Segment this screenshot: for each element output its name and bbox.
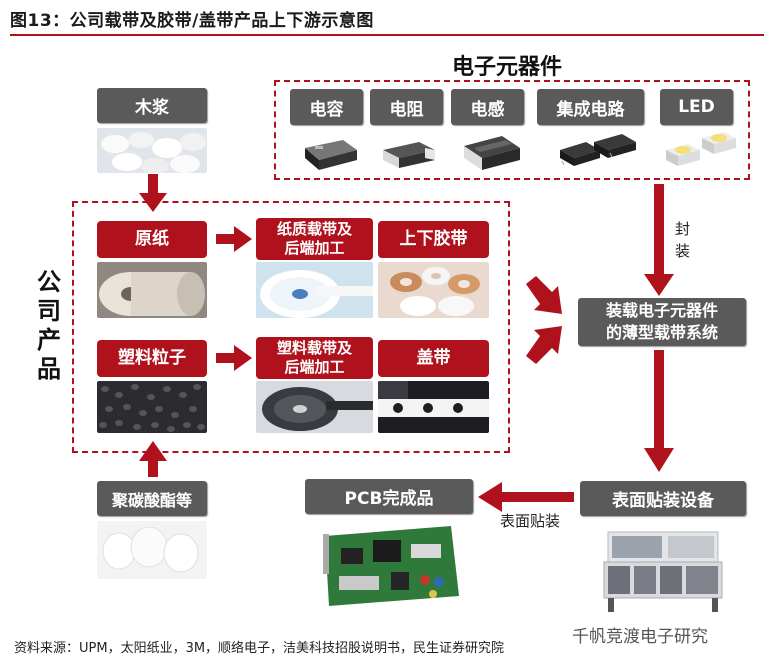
packaging-char: 封 [675,220,691,238]
inductor-image [464,136,520,170]
company-products-char: 产 [37,326,61,354]
plastic-tape-line: 后端加工 [284,358,345,376]
plastic-tape-line: 塑料载带及 [276,339,352,357]
component-capacitor: 电容 [290,89,363,125]
company-products-frame [72,201,510,453]
paper-tape-box: 纸质载带及 后端加工 [256,218,373,260]
component-ic: 集成电路 [537,89,644,125]
title-rule [10,34,764,36]
arrow-upper-to-system [526,276,562,314]
carrier-system-line: 装载电子元器件 [605,301,718,320]
packaging-char: 装 [675,242,691,260]
paper-tape-line: 纸质载带及 [276,220,352,238]
paper-tape-image [256,262,373,318]
polycarbonate-box: 聚碳酸酯等 [97,481,207,516]
company-products-label: 公 司 产 品 [34,268,64,384]
smt-equipment-box: 表面贴装设备 [580,481,746,516]
smt-process-label: 表面贴装 [500,512,561,530]
ic-image [560,134,636,166]
pulp-image [97,128,207,173]
arrow-pellets-to-tape [216,345,252,371]
arrow-paper-to-tape [216,226,252,252]
base-paper-box: 原纸 [97,221,207,258]
arrow-system-to-smt [644,350,674,472]
arrow-pc-to-pellets [139,441,167,477]
packaging-label: 封 装 [675,218,690,262]
base-paper-image [97,262,207,318]
smt-equipment-image [598,520,728,615]
top-bottom-tape-box: 上下胶带 [378,221,489,258]
component-resistor: 电阻 [370,89,443,125]
plastic-pellets-image [97,381,207,433]
polycarbonate-image [97,521,207,579]
component-inductor: 电感 [451,89,524,125]
arrow-components-to-system [644,184,674,296]
components-dashed-frame [274,80,750,180]
watermark: 千帆竞渡电子研究 [572,627,708,647]
plastic-pellets-box: 塑料粒子 [97,340,207,377]
plastic-tape-box: 塑料载带及 后端加工 [256,337,373,379]
top-bottom-tape-image [378,262,489,318]
carrier-system-box: 装载电子元器件 的薄型载带系统 [578,298,746,346]
figure-title: 图13：公司载带及胶带/盖带产品上下游示意图 [10,11,374,31]
pcb-box: PCB完成品 [305,479,473,514]
pcb-image [315,520,465,610]
led-image [666,132,736,166]
company-products-char: 品 [37,355,61,383]
carrier-system-line: 的薄型载带系统 [605,323,718,342]
arrow-smt-to-pcb [478,482,574,512]
capacitor-image [305,140,357,170]
cover-tape-box: 盖带 [378,340,489,377]
plastic-tape-image [256,381,373,433]
source-note: 资料来源：UPM，太阳纸业，3M，顺络电子，洁美科技招股说明书，民生证券研究院 [14,641,505,656]
component-led: LED [660,89,733,125]
pulp-box: 木浆 [97,88,207,123]
arrow-lower-to-system [526,326,562,364]
paper-tape-line: 后端加工 [284,239,345,257]
company-products-char: 司 [37,297,61,325]
cover-tape-image [378,381,489,433]
company-products-char: 公 [37,268,61,296]
arrow-pulp-to-paper [139,174,167,212]
resistor-image [383,142,435,168]
components-group-label: 电子元器件 [452,55,563,80]
